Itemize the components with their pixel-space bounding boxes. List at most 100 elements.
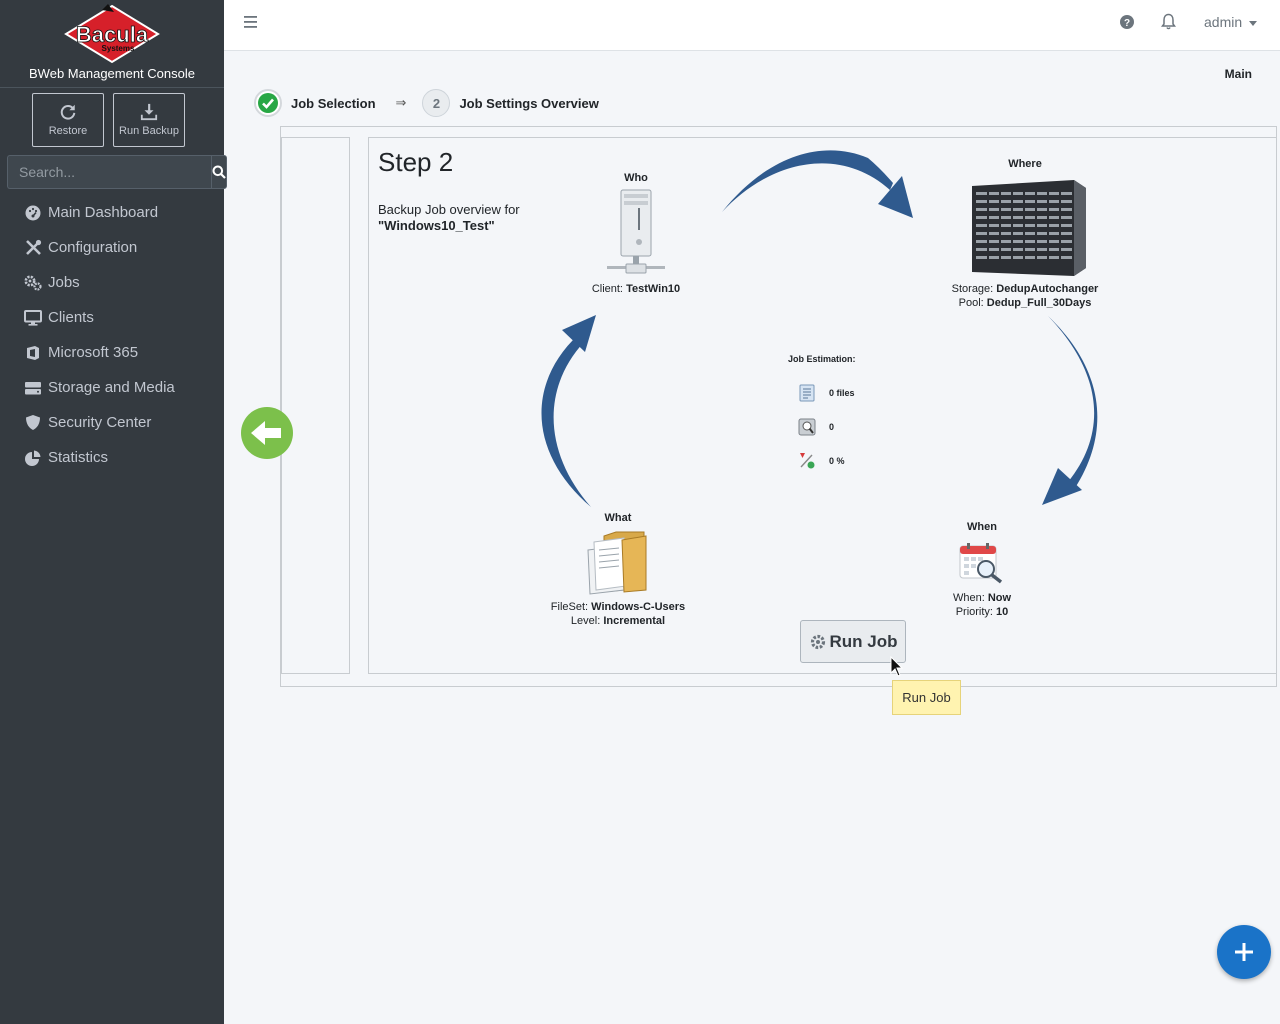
wizard-left-column bbox=[281, 137, 350, 674]
sidebar-item-clients[interactable]: Clients bbox=[0, 300, 224, 335]
run-job-button[interactable]: Run Job bbox=[800, 620, 906, 663]
level-label: Level: bbox=[570, 615, 604, 627]
sidebar-item-configuration[interactable]: Configuration bbox=[0, 230, 224, 265]
when-value: Now bbox=[987, 592, 1012, 604]
sidebar-item-security-center[interactable]: Security Center bbox=[0, 405, 224, 440]
hamburger-menu-icon[interactable] bbox=[244, 14, 259, 30]
overview-line: Backup Job overview for bbox=[378, 202, 520, 217]
where-title: Where bbox=[1008, 158, 1042, 170]
add-fab-button[interactable] bbox=[1217, 925, 1271, 979]
level-value: Incremental bbox=[603, 615, 666, 627]
sidebar-item-microsoft-365[interactable]: Microsoft 365 bbox=[0, 335, 224, 370]
caret-down-icon bbox=[1249, 20, 1258, 26]
when-label: When: bbox=[952, 592, 988, 604]
sidebar-item-label: Clients bbox=[48, 309, 94, 326]
who-title: Who bbox=[624, 172, 648, 184]
run-backup-button[interactable]: Run Backup bbox=[113, 93, 185, 147]
estimation-bytes-row: 0 bbox=[798, 418, 834, 436]
when-details: When: Now Priority: 10 bbox=[922, 591, 1042, 619]
what-title: What bbox=[604, 512, 632, 524]
sidebar-item-label: Storage and Media bbox=[48, 379, 175, 396]
bacula-logo[interactable]: Bacula Systems bbox=[58, 4, 166, 66]
pie-chart-icon bbox=[24, 449, 42, 467]
storage-autochanger-icon bbox=[972, 180, 1086, 276]
sidebar-item-statistics[interactable]: Statistics bbox=[0, 440, 224, 475]
sidebar-item-label: Microsoft 365 bbox=[48, 344, 139, 361]
sidebar-item-storage-and-media[interactable]: Storage and Media bbox=[0, 370, 224, 405]
estimation-percent-row: 0 % bbox=[798, 452, 845, 470]
cogs-icon bbox=[24, 274, 42, 292]
what-details: FileSet: Windows-C-Users Level: Incremen… bbox=[538, 600, 698, 628]
file-list-icon bbox=[799, 384, 815, 402]
top-navbar: ? admin bbox=[224, 0, 1280, 51]
storage-label: Storage: bbox=[951, 283, 997, 295]
shield-icon bbox=[24, 414, 42, 432]
quick-actions: Restore Run Backup bbox=[32, 93, 185, 147]
percent-icon bbox=[800, 453, 815, 469]
sidebar-item-main-dashboard[interactable]: Main Dashboard bbox=[0, 195, 224, 230]
job-estimation-title: Job Estimation: bbox=[788, 354, 856, 364]
run-backup-label: Run Backup bbox=[119, 125, 179, 137]
step-1-label[interactable]: Job Selection bbox=[291, 95, 376, 111]
pool-label: Pool: bbox=[958, 297, 987, 309]
mouse-cursor-icon bbox=[890, 656, 904, 677]
schedule-calendar-icon bbox=[959, 543, 1003, 584]
fileset-label: FileSet: bbox=[550, 601, 592, 613]
dashboard-icon bbox=[24, 204, 42, 222]
job-name: "Windows10_Test" bbox=[378, 218, 495, 233]
step-2-label: Job Settings Overview bbox=[459, 95, 599, 111]
job-overview-panel bbox=[368, 137, 1277, 674]
step-2-number: 2 bbox=[422, 89, 451, 117]
logo-text: Bacula bbox=[76, 22, 149, 47]
storage-name: DedupAutochanger bbox=[996, 283, 1099, 295]
restore-button[interactable]: Restore bbox=[32, 93, 104, 147]
gear-icon bbox=[810, 634, 825, 649]
user-name: admin bbox=[1204, 14, 1243, 30]
job-overview-text: Backup Job overview for "Windows10_Test" bbox=[378, 202, 520, 234]
restore-label: Restore bbox=[48, 125, 88, 137]
fileset-name: Windows-C-Users bbox=[591, 601, 686, 613]
refresh-icon bbox=[60, 104, 76, 120]
brand-title: BWeb Management Console bbox=[29, 66, 195, 81]
check-circle-icon bbox=[258, 93, 278, 113]
sidebar-item-label: Statistics bbox=[48, 449, 109, 466]
client-name: TestWin10 bbox=[626, 283, 681, 295]
sidebar-item-label: Security Center bbox=[48, 414, 152, 431]
estimation-percent: 0 % bbox=[829, 456, 845, 466]
desktop-icon bbox=[24, 309, 42, 327]
fileset-folder-icon bbox=[587, 531, 647, 595]
back-button[interactable] bbox=[241, 407, 293, 459]
download-icon bbox=[140, 103, 158, 121]
sidebar-item-label: Configuration bbox=[48, 239, 138, 256]
breadcrumb[interactable]: Main bbox=[1224, 67, 1252, 81]
step-title: Step 2 bbox=[378, 147, 454, 177]
client-computer-icon bbox=[607, 189, 665, 274]
logo-subtext: Systems bbox=[102, 44, 135, 53]
run-job-label: Run Job bbox=[829, 631, 898, 651]
sidebar-nav: Main Dashboard Configuration Jobs Client… bbox=[0, 195, 224, 475]
sidebar-item-jobs[interactable]: Jobs bbox=[0, 265, 224, 300]
when-title: When bbox=[967, 521, 997, 533]
who-details: Client: TestWin10 bbox=[576, 282, 696, 296]
where-details: Storage: DedupAutochanger Pool: Dedup_Fu… bbox=[935, 282, 1115, 310]
priority-value: 10 bbox=[996, 606, 1009, 618]
estimation-files: 0 files bbox=[829, 388, 855, 398]
estimation-bytes: 0 bbox=[829, 422, 835, 432]
search-icon bbox=[212, 165, 226, 179]
sidebar: Bacula Systems BWeb Management Console R… bbox=[0, 0, 227, 1024]
estimation-files-row: 0 files bbox=[798, 384, 855, 402]
user-menu[interactable]: admin bbox=[1204, 14, 1258, 30]
bell-icon[interactable] bbox=[1161, 13, 1176, 30]
arrow-left-icon bbox=[251, 421, 281, 445]
hdd-icon bbox=[24, 379, 42, 397]
step-1-status[interactable] bbox=[254, 89, 282, 117]
help-icon[interactable]: ? bbox=[1119, 14, 1135, 30]
sidebar-item-label: Jobs bbox=[48, 274, 80, 291]
step-separator-arrow: ⇒ bbox=[395, 95, 407, 110]
disk-size-icon bbox=[798, 418, 816, 436]
plus-icon bbox=[1235, 943, 1253, 961]
search-button[interactable] bbox=[211, 155, 227, 189]
svg-text:?: ? bbox=[1124, 18, 1130, 29]
search-input[interactable] bbox=[7, 155, 211, 189]
wizard-steps: Job Selection ⇒ 2 Job Settings Overview bbox=[254, 89, 599, 117]
